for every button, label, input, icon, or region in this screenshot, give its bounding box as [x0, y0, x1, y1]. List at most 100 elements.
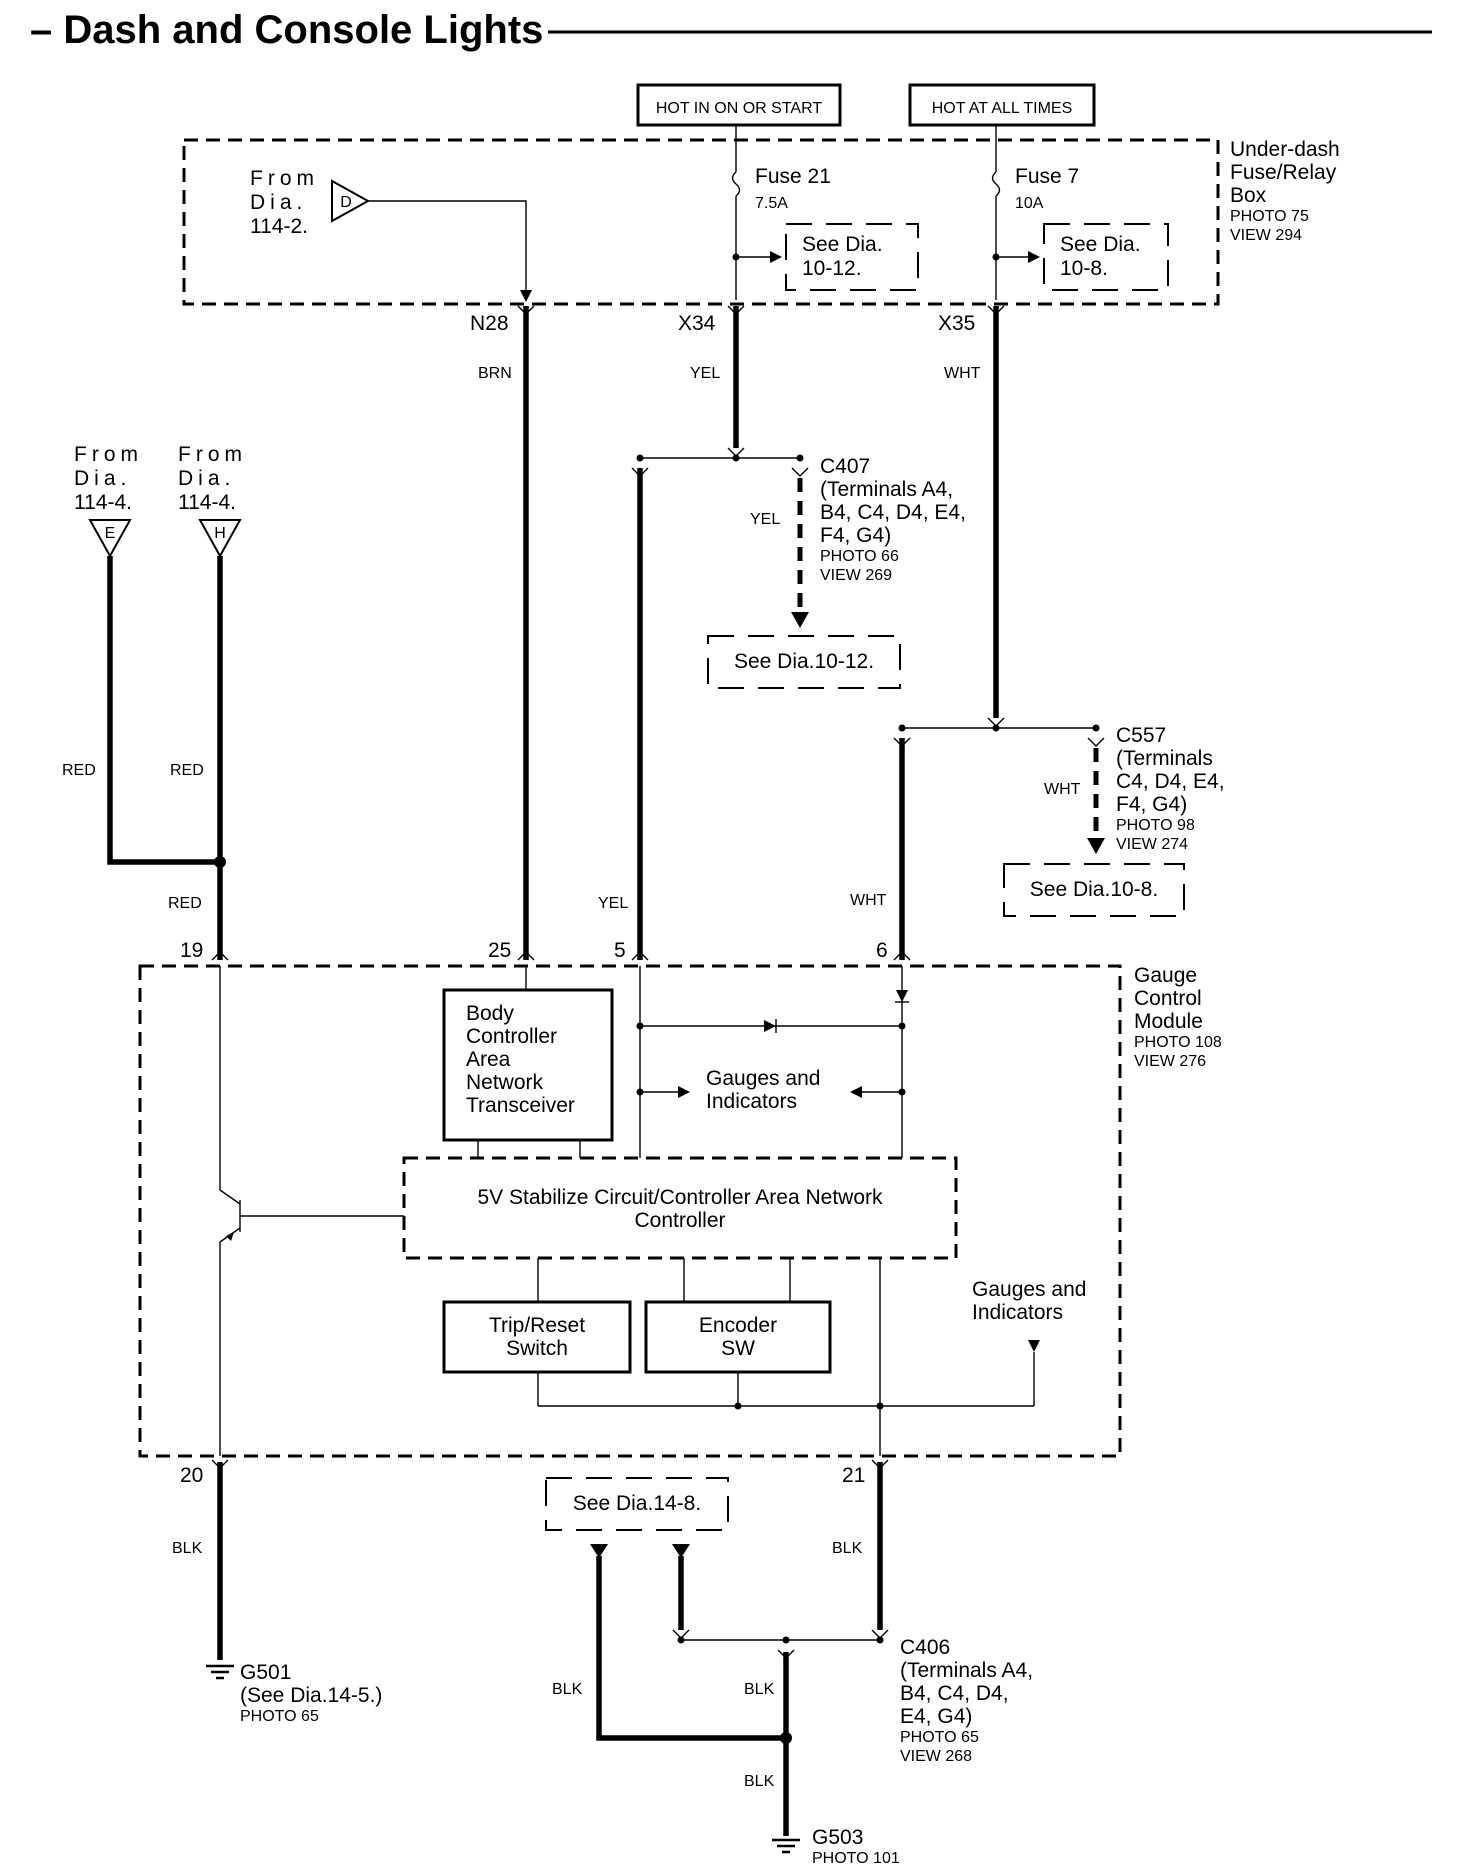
gcm-pin-6: 6: [876, 939, 888, 962]
wire-wht-top-label: WHT: [944, 365, 981, 382]
ground-dot-21: [876, 1402, 884, 1410]
hot-at-all-times-label: HOT AT ALL TIMES: [932, 100, 1073, 117]
c407-branch-connector: [791, 467, 809, 477]
trip-reset-switch: [442, 1300, 632, 1374]
fuse21-rating: 7.5A: [755, 195, 788, 212]
gauges2-line2: Indicators: [972, 1301, 1063, 1324]
wire-blk-center-label: BLK: [744, 1681, 775, 1698]
fuse7-branch-arrow-icon: [1028, 251, 1040, 263]
fuse7-see-1: See Dia.: [1060, 233, 1141, 256]
c557-line1: C557: [1116, 724, 1166, 747]
bcan-line5: Transceiver: [466, 1094, 575, 1117]
wire-yel-pin5-connector-top: [631, 467, 649, 477]
g503-junction: [780, 1732, 792, 1744]
fuse7-see-2: 10-8.: [1060, 257, 1108, 280]
c407-line4: F4, G4): [820, 524, 891, 547]
c406-line4: E4, G4): [900, 1705, 972, 1728]
c557-arrow-icon: [1087, 838, 1105, 854]
from-d-line1: From: [250, 167, 319, 190]
wire-wht-c557-label: WHT: [1044, 781, 1081, 798]
c406-dot-right: [876, 1636, 884, 1644]
c557-dot-left: [898, 724, 906, 732]
wire-yel-c407-label: YEL: [750, 511, 780, 528]
gcm-name-3: Module: [1134, 1010, 1203, 1033]
wire-brn-connector-bottom: [517, 951, 535, 961]
fuse7-icon: [991, 171, 1001, 197]
c407-see-box: [707, 635, 901, 689]
wire-blk-g503-label: BLK: [744, 1773, 775, 1790]
gcm-name-2: Control: [1134, 987, 1202, 1010]
gauges1-right-arrow-icon: [850, 1086, 862, 1098]
bcan-line3: Area: [466, 1048, 511, 1071]
diode-bridge-icon: [764, 1020, 776, 1032]
gauges2-arrow-icon: [1028, 1340, 1040, 1352]
connector-e-letter: E: [105, 525, 116, 542]
fuse-relay-box-outline: [182, 138, 1220, 306]
stabilizer-line2: Controller: [634, 1209, 725, 1232]
encoder-line2: SW: [721, 1337, 755, 1360]
terminal-x34: X34: [678, 312, 716, 335]
gauges1-line2: Indicators: [706, 1090, 797, 1113]
fuse21-name: Fuse 21: [755, 165, 831, 188]
terminal-x35: X35: [938, 312, 975, 335]
gcm-outline: [138, 964, 1122, 1458]
fuse-box-name-2: Fuse/Relay: [1230, 161, 1337, 184]
gauges1-right-dot: [898, 1088, 906, 1096]
transistor-arrow-icon: [226, 1232, 234, 1241]
wire-brn-connector-top: [517, 305, 535, 315]
wire-yel-pin5-connector-bottom: [631, 951, 649, 961]
c407-dot-center: [732, 454, 740, 462]
connector-h-letter: H: [214, 525, 226, 542]
see-14-8: See Dia.14-8.: [573, 1492, 701, 1515]
g501-photo: PHOTO 65: [240, 1708, 319, 1725]
gauges1-left-dot: [636, 1088, 644, 1096]
c406-dot-left: [677, 1636, 685, 1644]
gcm-photo: PHOTO 108: [1134, 1034, 1222, 1051]
c557-see-box: [1003, 863, 1185, 917]
from-h-line2: Dia.: [178, 467, 235, 490]
c407-line3: B4, C4, D4, E4,: [820, 501, 966, 524]
gcm-view: VIEW 276: [1134, 1053, 1206, 1070]
from-d-line2: Dia.: [250, 191, 307, 214]
c557-line3: C4, D4, E4,: [1116, 770, 1225, 793]
fuse-box-name-3: Box: [1230, 184, 1267, 207]
trip-line2: Switch: [506, 1337, 568, 1360]
c406-line2: (Terminals A4,: [900, 1659, 1033, 1682]
hot-in-on-box: [636, 83, 842, 127]
wire-wht-connector-top: [987, 305, 1005, 315]
fuse-box-view: VIEW 294: [1230, 227, 1302, 244]
gcm-pin-20: 20: [180, 1464, 203, 1487]
c557-photo: PHOTO 98: [1116, 817, 1195, 834]
c406-dot-center: [782, 1636, 790, 1644]
wire-red-e-label: RED: [62, 762, 96, 779]
fuse-box-photo: PHOTO 75: [1230, 208, 1309, 225]
wire-red-e: [107, 556, 220, 865]
from-d-line: [368, 200, 527, 300]
fuse-box-name-1: Under-dash: [1230, 138, 1340, 161]
c407-line2: (Terminals A4,: [820, 478, 953, 501]
g501-see: (See Dia.14-5.): [240, 1684, 382, 1707]
gcm-pin-19: 19: [180, 939, 203, 962]
red-junction: [214, 856, 226, 868]
wire-red-joint-label: RED: [168, 895, 202, 912]
wire-yel-connector-top: [727, 305, 745, 315]
wire-blk-left-label: BLK: [552, 1681, 583, 1698]
gauges2-line1: Gauges and: [972, 1278, 1086, 1301]
connector-d-letter: D: [340, 194, 352, 211]
from-h-line3: 114-4.: [178, 491, 236, 514]
from-e-line3: 114-4.: [74, 491, 132, 514]
from-e-line2: Dia.: [74, 467, 131, 490]
wire-wht-pin6-connector-top: [893, 737, 911, 747]
c557-line4: F4, G4): [1116, 793, 1187, 816]
from-d-line3: 114-2.: [250, 215, 308, 238]
gcm-name-1: Gauge: [1134, 964, 1197, 987]
fuse21-branch-arrow-icon: [770, 251, 782, 263]
stabilizer-box: [402, 1156, 958, 1260]
gauges1-left-arrow-icon: [678, 1086, 690, 1098]
fuse21-icon: [731, 171, 741, 197]
see-14-8-box: [545, 1477, 729, 1531]
hot-at-all-times-box: [908, 83, 1096, 127]
gcm-pin-25: 25: [488, 939, 511, 962]
g503-photo: PHOTO 101: [812, 1850, 900, 1867]
wire-blk-21-label: BLK: [832, 1540, 863, 1557]
